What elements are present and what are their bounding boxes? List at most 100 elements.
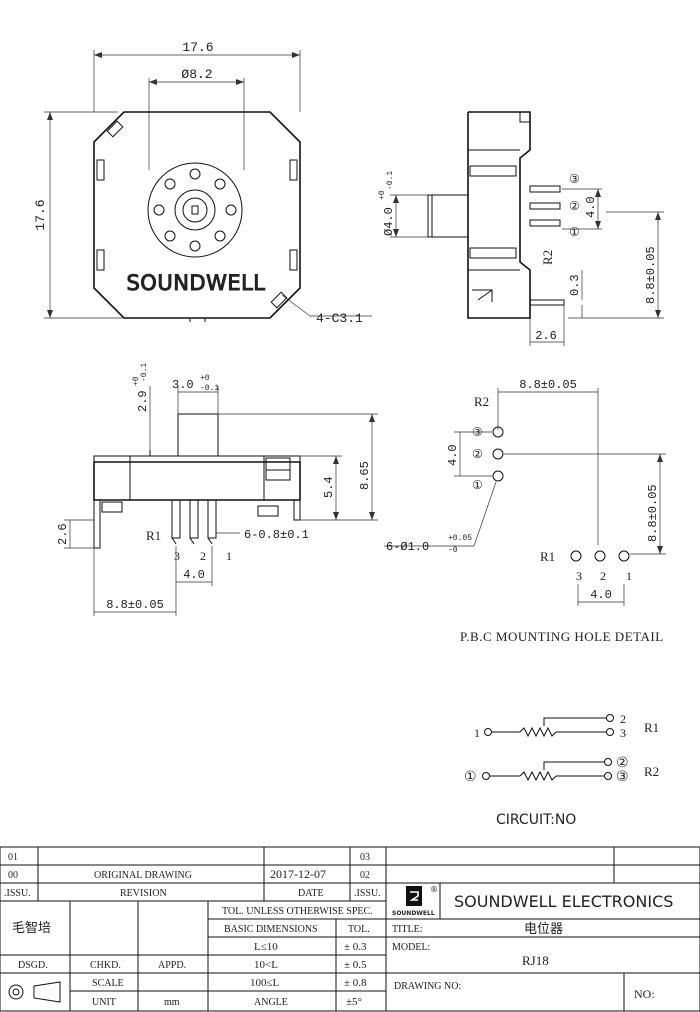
svg-text:02: 02 <box>360 870 370 881</box>
svg-text:①: ① <box>569 225 580 239</box>
svg-text:ORIGINAL DRAWING: ORIGINAL DRAWING <box>94 870 192 881</box>
svg-text:®: ® <box>430 885 438 894</box>
svg-text:NO:: NO: <box>634 987 655 1001</box>
svg-text:TOL.: TOL. <box>348 924 370 935</box>
svg-text:+0.05: +0.05 <box>448 534 472 543</box>
side-thk-label: 0.3 <box>568 274 582 296</box>
front-r1-label: R1 <box>146 528 161 543</box>
svg-text:± 0.5: ± 0.5 <box>344 959 367 971</box>
front-h1-label: 8.65 <box>358 461 372 490</box>
svg-text:2: 2 <box>600 569 606 583</box>
svg-text:③: ③ <box>616 769 629 785</box>
svg-text:10<L: 10<L <box>254 959 278 971</box>
model-value: RJ18 <box>522 953 549 968</box>
svg-text:.ISSU.: .ISSU. <box>354 888 381 899</box>
pcb-r2-label: R2 <box>474 394 489 409</box>
svg-text:01: 01 <box>8 852 18 863</box>
svg-text:②: ② <box>616 755 629 771</box>
svg-text:2: 2 <box>620 712 626 726</box>
pcb-span-v-label: 8.8±0.05 <box>646 484 660 542</box>
pcb-holes-label: 6-Ø1.0 <box>386 540 429 554</box>
circuit-diagram: 1 2 3 R1 ① ② ③ R2 CIRCUIT:NO <box>464 712 659 828</box>
side-view: Ø4.0 +0 -0.1 ③ ② ① 4.0 R2 8.8±0.05 0.3 2… <box>378 111 664 346</box>
svg-text:③: ③ <box>569 172 580 186</box>
svg-text:-0.1: -0.1 <box>140 363 149 382</box>
svg-text:①: ① <box>464 769 477 785</box>
front-shaft-w-label: 3.0 <box>172 378 194 392</box>
pcb-r1-label: R1 <box>540 549 555 564</box>
svg-text:-0.1: -0.1 <box>386 171 395 190</box>
side-span-label: 8.8±0.05 <box>644 246 658 304</box>
svg-text:+0: +0 <box>378 190 387 200</box>
svg-text:SCALE: SCALE <box>92 978 124 989</box>
circuit-r2: R2 <box>644 764 659 779</box>
svg-text:± 0.3: ± 0.3 <box>344 941 367 953</box>
brand-mark: SOUNDWELL <box>126 271 265 295</box>
signer: 毛智培 <box>12 920 51 936</box>
svg-text:3: 3 <box>576 569 582 583</box>
pcb-detail: 8.8±0.05 R2 ③ ② ① 4.0 8.8±0.05 6-Ø1.0 +0… <box>384 378 666 644</box>
svg-text:L≤10: L≤10 <box>254 941 278 953</box>
side-shaft-label: Ø4.0 <box>382 207 396 236</box>
pcb-caption: P.B.C MOUNTING HOLE DETAIL <box>460 629 664 644</box>
projection-symbol-icon <box>8 981 61 1003</box>
front-shaft-h-label: 2.9 <box>136 390 150 412</box>
svg-text:SOUNDWELL: SOUNDWELL <box>392 910 435 917</box>
company-name: SOUNDWELL ELECTRONICS <box>454 892 673 911</box>
top-height-label: 17.6 <box>33 199 48 230</box>
part-title: 电位器 <box>524 922 563 937</box>
svg-text:MODEL:: MODEL: <box>392 942 430 953</box>
svg-text:00: 00 <box>8 870 18 881</box>
svg-text:.ISSU.: .ISSU. <box>4 888 31 899</box>
svg-text:± 0.8: ± 0.8 <box>344 977 367 989</box>
svg-text:REVISION: REVISION <box>120 888 167 899</box>
svg-text:DATE: DATE <box>298 888 324 899</box>
svg-text:03: 03 <box>360 852 370 863</box>
circuit-r1: R1 <box>644 720 659 735</box>
svg-text:±5°: ±5° <box>346 996 362 1008</box>
pcb-pitch-h-label: 4.0 <box>590 588 612 602</box>
svg-text:①: ① <box>472 478 483 492</box>
svg-text:②: ② <box>569 199 580 213</box>
front-h2-label: 5.4 <box>322 476 336 498</box>
pcb-pitch-v-label: 4.0 <box>446 444 460 466</box>
pins-note: 6-0.8±0.1 <box>244 528 309 542</box>
svg-text:DSGD.: DSGD. <box>18 960 48 971</box>
front-pitch-label: 4.0 <box>183 568 205 582</box>
svg-text:3: 3 <box>620 726 626 740</box>
chamfer-label: 4-C3.1 <box>316 311 363 326</box>
svg-text:+0: +0 <box>132 376 141 386</box>
svg-text:1: 1 <box>226 549 232 563</box>
svg-text:1: 1 <box>626 569 632 583</box>
title-block: 01 03 00 ORIGINAL DRAWING 2017-12-07 02 … <box>0 846 700 1012</box>
svg-text:mm: mm <box>164 997 180 1008</box>
svg-text:ANGLE: ANGLE <box>254 997 288 1008</box>
svg-text:②: ② <box>472 447 483 461</box>
side-r2-label: R2 <box>540 250 555 265</box>
svg-text:BASIC DIMENSIONS: BASIC DIMENSIONS <box>224 924 318 935</box>
side-lead-label: 2.6 <box>535 329 557 343</box>
svg-text:2: 2 <box>200 549 206 563</box>
front-span-label: 8.8±0.05 <box>106 598 164 612</box>
side-pitch-label: 4.0 <box>584 196 598 218</box>
svg-text:-0: -0 <box>448 546 458 555</box>
svg-text:-0.1: -0.1 <box>200 384 219 393</box>
svg-text:+0: +0 <box>200 374 210 383</box>
svg-text:UNIT: UNIT <box>92 997 116 1008</box>
shaft-dia-label: Ø8.2 <box>181 67 212 82</box>
svg-text:1: 1 <box>474 726 480 740</box>
svg-text:APPD.: APPD. <box>158 960 186 971</box>
svg-text:TITLE:: TITLE: <box>392 924 423 935</box>
top-width-label: 17.6 <box>182 40 213 55</box>
top-view: 17.6 Ø8.2 17.6 <box>33 40 372 326</box>
svg-text:3: 3 <box>174 549 180 563</box>
front-view: 2.9 +0 -0.1 3.0 +0 -0.1 8.65 5.4 2.6 R1 … <box>56 363 378 616</box>
soundwell-logo-icon: SOUNDWELL <box>392 886 435 917</box>
svg-text:DRAWING NO:: DRAWING NO: <box>394 981 461 992</box>
front-lead-label: 2.6 <box>56 523 70 545</box>
pcb-span-h-label: 8.8±0.05 <box>519 378 577 392</box>
svg-text:CHKD.: CHKD. <box>90 960 121 971</box>
svg-text:100≤L: 100≤L <box>250 977 280 989</box>
svg-text:2017-12-07: 2017-12-07 <box>270 867 326 881</box>
